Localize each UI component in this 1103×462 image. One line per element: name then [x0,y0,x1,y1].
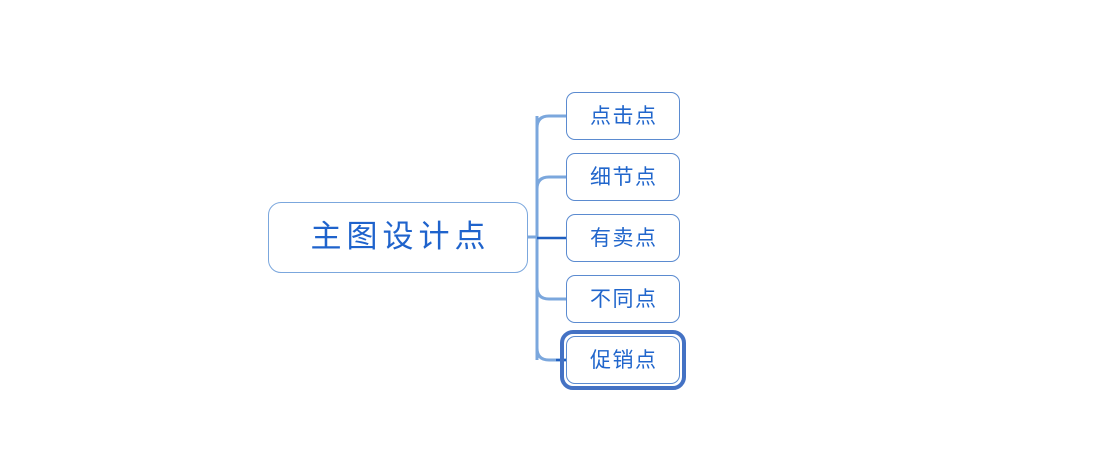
child-node-label: 点击点 [590,103,658,128]
connector-branch-0 [535,114,566,129]
child-node-difference-points[interactable]: 不同点 [566,275,680,323]
root-node-label: 主图设计点 [310,219,491,255]
selection-ring [560,330,686,390]
child-node-label: 促销点 [590,347,658,372]
child-node-selling-points[interactable]: 有卖点 [566,214,680,262]
root-node[interactable]: 主图设计点 [268,202,528,273]
connector-branch-1 [535,175,566,190]
connector-branch-3 [535,286,566,301]
child-node-detail-points[interactable]: 细节点 [566,153,680,201]
child-node-label: 不同点 [590,286,658,311]
child-node-promotion-points[interactable]: 促销点 [566,336,680,384]
child-node-click-points[interactable]: 点击点 [566,92,680,140]
child-node-label: 细节点 [590,164,658,189]
child-node-label: 有卖点 [590,225,658,250]
